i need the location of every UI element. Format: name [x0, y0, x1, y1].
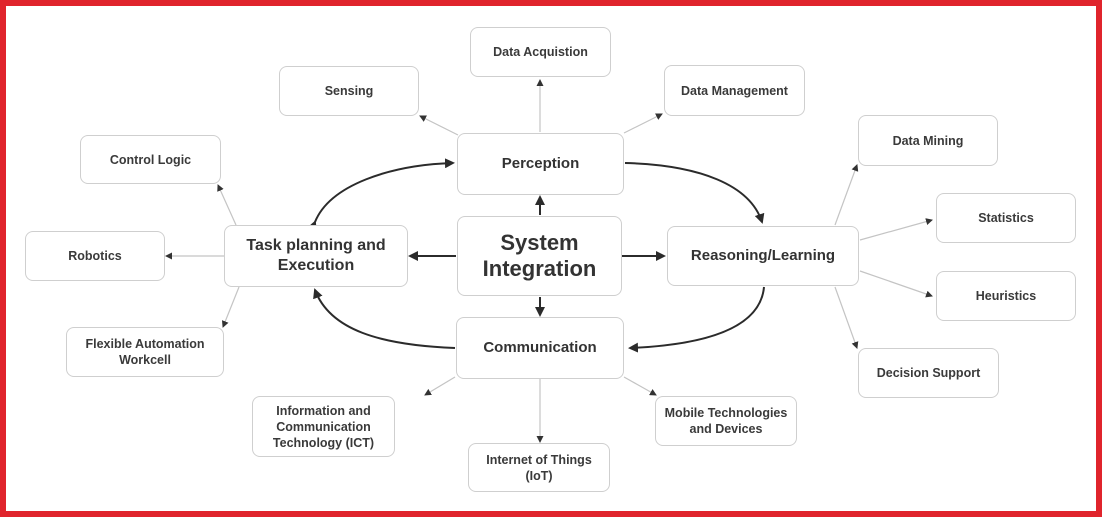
node-communication[interactable]: Communication [456, 317, 624, 379]
node-perception[interactable]: Perception [457, 133, 624, 195]
node-label: Sensing [324, 84, 374, 98]
node-label: Reasoning/Learning [690, 247, 836, 265]
node-heuristics[interactable]: Heuristics [936, 271, 1076, 321]
curve-communication-to-task [313, 288, 456, 349]
node-label: Data Mining [892, 133, 964, 148]
node-label: Data Management [681, 83, 788, 98]
node-label: Information and [276, 403, 371, 418]
node-label: Robotics [68, 249, 122, 263]
node-label: Decision Support [876, 366, 981, 380]
node-mobile-technologies[interactable]: Mobile Technologies and Devices [655, 396, 797, 446]
node-sensing[interactable]: Sensing [279, 66, 419, 116]
node-label: Workcell [119, 353, 171, 367]
node-decision-support[interactable]: Decision Support [858, 348, 999, 398]
node-iot[interactable]: Internet of Things(IoT) [468, 443, 610, 492]
node-label: Communication [483, 339, 597, 357]
node-label: Perception [501, 155, 580, 173]
node-statistics[interactable]: Statistics [936, 193, 1076, 243]
node-label: Integration [482, 256, 597, 281]
node-label: Internet of Things [486, 452, 592, 467]
curve-task-perception [307, 158, 455, 232]
node-data-mining[interactable]: Data Mining [858, 115, 998, 166]
node-label: and Devices [689, 422, 763, 436]
node-label: Data Acquistion [493, 45, 588, 59]
node-label: System [500, 229, 579, 255]
node-label: Communication [276, 419, 371, 434]
node-data-management[interactable]: Data Management [664, 65, 805, 116]
node-label: Execution [277, 257, 355, 274]
node-data-acquisition[interactable]: Data Acquistion [470, 27, 611, 77]
node-reasoning-learning[interactable]: Reasoning/Learning [667, 226, 859, 286]
node-label: Task planning and [246, 236, 386, 254]
node-label: Control Logic [109, 152, 192, 167]
node-control-logic[interactable]: Control Logic [80, 135, 221, 184]
node-label: (IoT) [525, 468, 553, 483]
node-label: Statistics [978, 211, 1034, 225]
node-label: Technology (ICT) [272, 435, 375, 450]
node-robotics[interactable]: Robotics [25, 231, 165, 281]
curve-perception-to-reasoning [624, 162, 765, 224]
curve-reasoning-to-communication [628, 286, 765, 353]
node-label: Mobile Technologies [664, 406, 788, 420]
node-label: Flexible Automation [85, 337, 205, 351]
node-label: Heuristics [975, 289, 1037, 303]
